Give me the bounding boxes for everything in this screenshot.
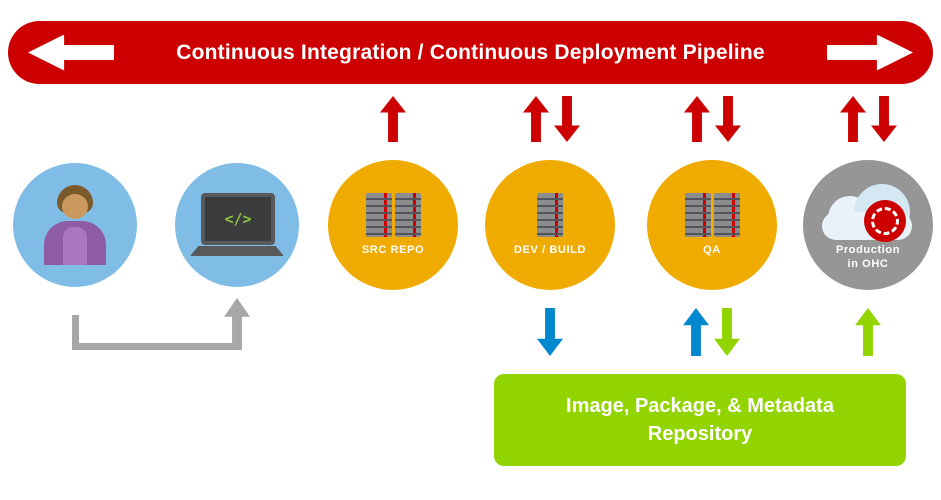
qa-label: QA — [703, 243, 721, 256]
production-node: Production in OHC — [803, 160, 933, 290]
dev-build-to-repository-arrow-icon — [537, 308, 563, 356]
qa-down-arrow-icon — [715, 96, 741, 142]
src-repo-label: SRC REPO — [361, 243, 425, 256]
person-icon — [40, 185, 110, 265]
src-repo-up-arrow-icon — [380, 96, 406, 142]
repository-box: Image, Package, & Metadata Repository — [494, 374, 906, 466]
production-label: Production in OHC — [835, 244, 901, 270]
workstation-node: </> — [175, 163, 299, 287]
qa-node: QA — [647, 160, 777, 290]
server-rack-icon — [684, 192, 740, 237]
dev-build-down-arrow-icon — [554, 96, 580, 142]
repository-label-line2: Repository — [647, 423, 753, 445]
qa-up-arrow-icon — [684, 96, 710, 142]
openshift-icon — [864, 200, 906, 243]
repository-to-production-arrow-icon — [855, 308, 881, 356]
src-repo-node: SRC REPO — [328, 160, 458, 290]
production-up-arrow-icon — [840, 96, 866, 142]
code-screen-text: </> — [224, 210, 252, 228]
developer-to-workstation-connector — [72, 315, 79, 350]
developer-node — [13, 163, 137, 287]
laptop-icon: </> — [190, 193, 284, 257]
dev-build-label: DEV / BUILD — [514, 243, 586, 256]
qa-to-repository-arrow-icon — [714, 308, 740, 356]
developer-to-workstation-connector — [72, 343, 234, 350]
pipeline-banner: Continuous Integration / Continuous Depl… — [8, 21, 933, 84]
repository-to-qa-arrow-icon — [683, 308, 709, 356]
dev-build-node: DEV / BUILD — [485, 160, 615, 290]
dev-build-up-arrow-icon — [523, 96, 549, 142]
left-arrow-icon — [28, 34, 114, 71]
production-down-arrow-icon — [871, 96, 897, 142]
pipeline-title: Continuous Integration / Continuous Depl… — [176, 40, 765, 64]
cloud-icon — [822, 180, 914, 243]
right-arrow-icon — [827, 34, 913, 71]
repository-label-line1: Image, Package, & Metadata — [566, 395, 834, 417]
server-rack-icon — [365, 192, 421, 237]
server-rack-icon — [537, 192, 563, 237]
